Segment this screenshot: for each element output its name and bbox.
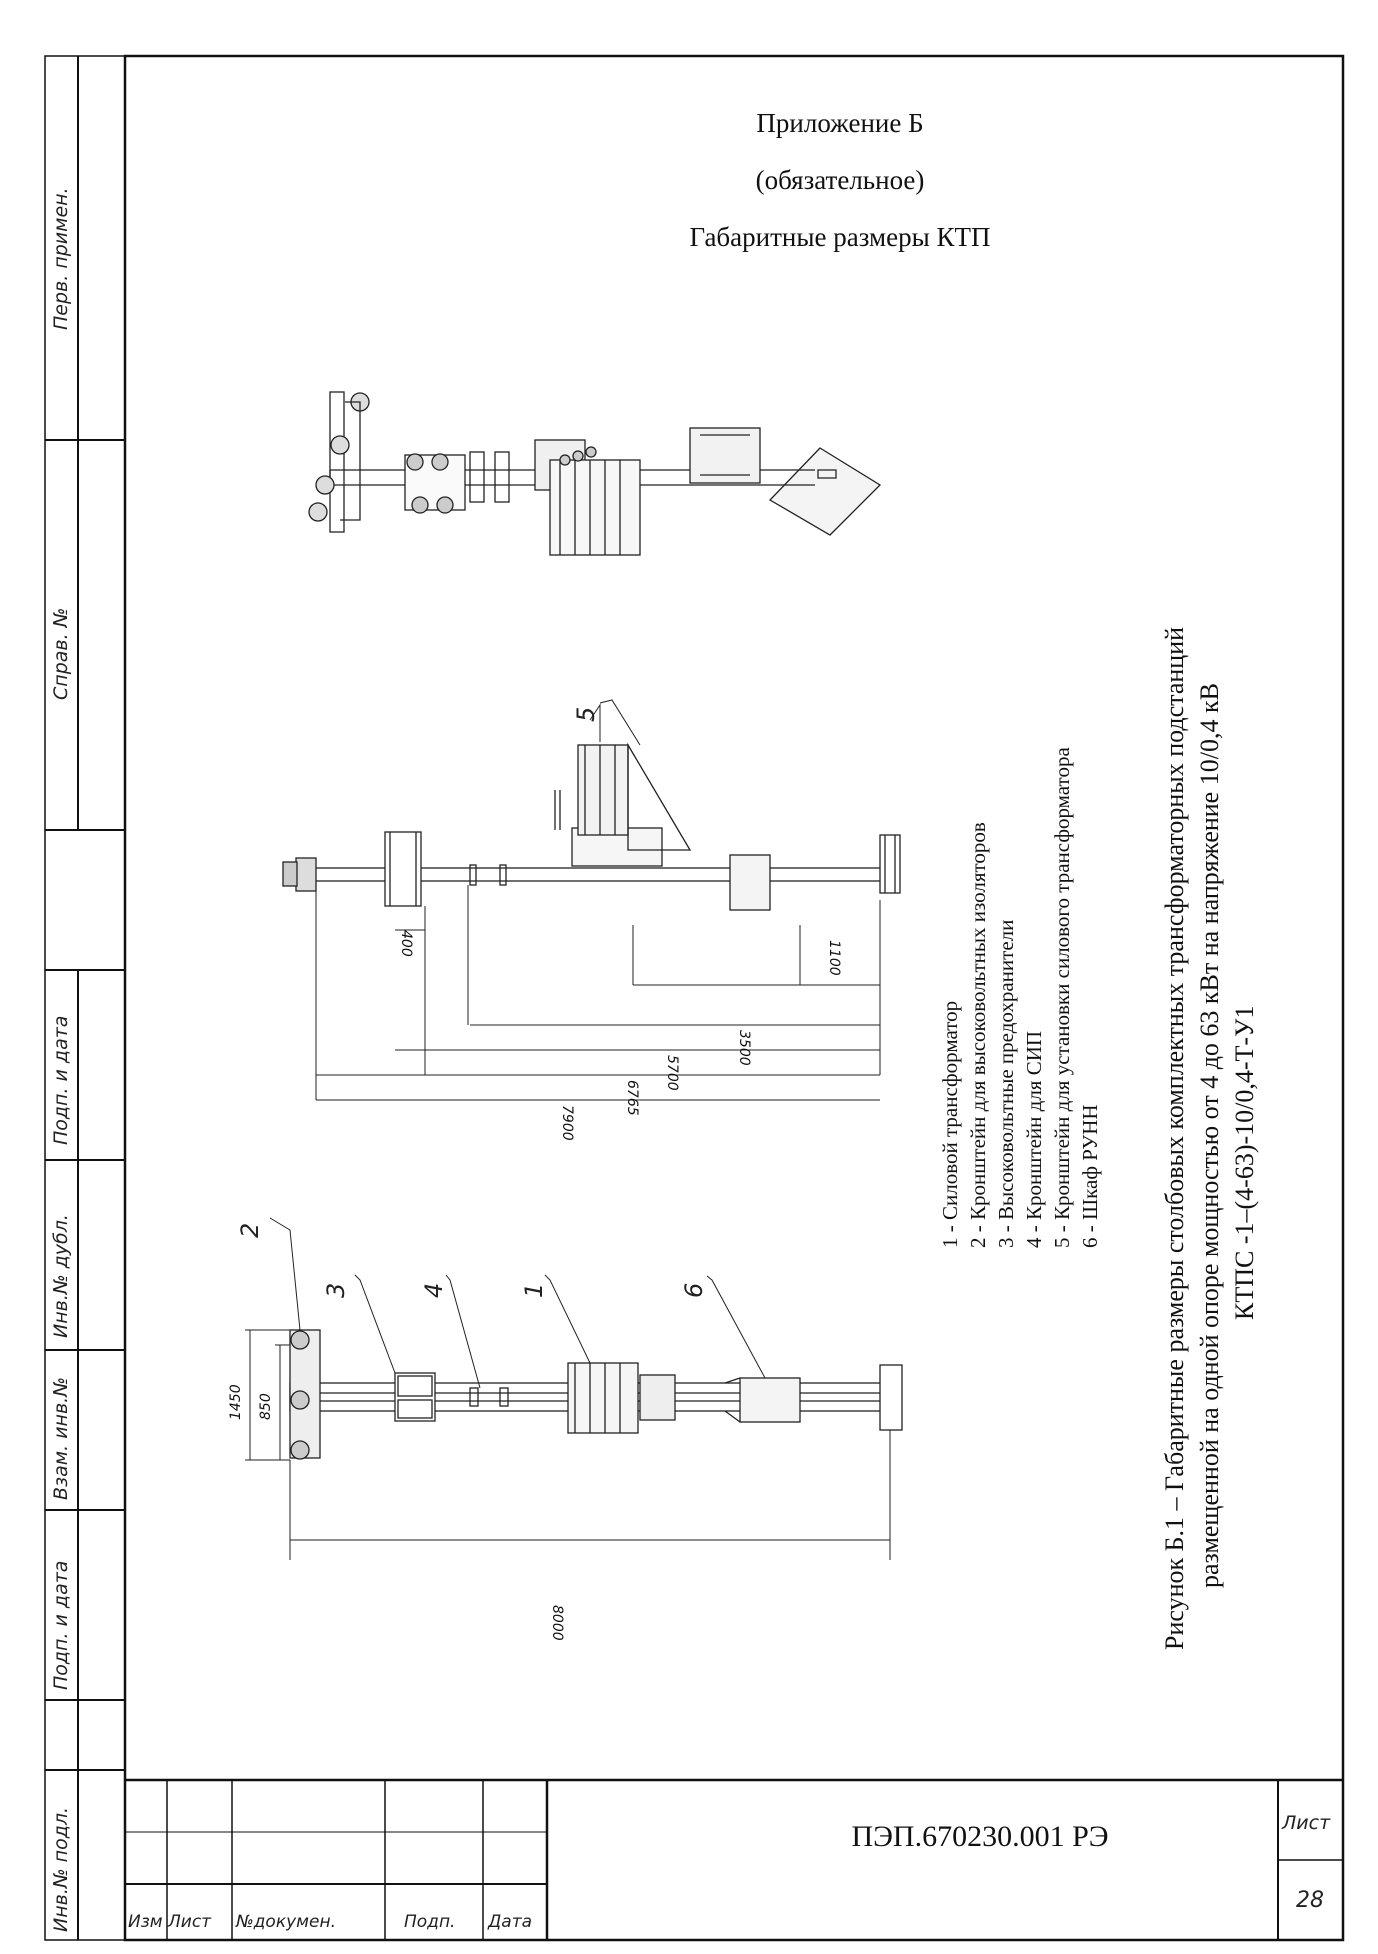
callout-4: 4 bbox=[420, 1282, 448, 1298]
stamp-inv-dubl: Инв.№ дубл. bbox=[50, 1214, 72, 1338]
appendix-subtitle: (обязательное) bbox=[755, 165, 925, 195]
stamp-vzam-inv: Взам. инв.№ bbox=[50, 1377, 72, 1500]
callout-5: 5 bbox=[572, 706, 600, 722]
tb-col-izm: Изм bbox=[128, 1912, 163, 1932]
dim-front-width-850: 850 bbox=[258, 1393, 274, 1420]
dim-side-6765: 6765 bbox=[624, 1080, 640, 1116]
legend-item-1: 1 - Силовой трансформатор bbox=[938, 1000, 962, 1248]
stamp-perv-primen: Перв. примен. bbox=[50, 187, 72, 330]
stamp-podp-data-2: Подп. и дата bbox=[50, 1560, 72, 1690]
legend-item-4: 4 - Кронштейн для СИП bbox=[1022, 1030, 1046, 1248]
legend-item-6: 6 - Шкаф РУНН bbox=[1078, 1104, 1102, 1248]
stamp-sprav-no: Справ. № bbox=[50, 607, 72, 700]
figure-caption-line-3: КТПС -1–(4-63)-10/0,4-Т-У1 bbox=[1230, 1005, 1259, 1320]
tb-sheet-number: 28 bbox=[1296, 1888, 1324, 1913]
document-code: ПЭП.670230.001 РЭ bbox=[851, 1820, 1109, 1853]
tb-col-list: Лист bbox=[168, 1912, 212, 1932]
figure-caption-line-1: Рисунок Б.1 – Габаритные размеры столбов… bbox=[1160, 626, 1189, 1650]
inner-frame bbox=[123, 54, 1345, 1942]
tb-col-podp: Подп. bbox=[404, 1912, 456, 1932]
appendix-title: Приложение Б bbox=[756, 108, 924, 138]
front-view-dimensions bbox=[245, 1329, 891, 1560]
dim-side-7900: 7900 bbox=[559, 1105, 575, 1141]
legend-item-5: 5 - Кронштейн для установки силового тра… bbox=[1050, 747, 1074, 1248]
dim-side-400: 400 bbox=[398, 930, 414, 957]
dim-side-5700: 5700 bbox=[664, 1055, 680, 1091]
legend-item-3: 3 - Высоковольтные предохранители bbox=[994, 919, 1018, 1248]
appendix-heading: Габаритные размеры КТП bbox=[689, 222, 991, 252]
dim-front-total: 8000 bbox=[549, 1605, 565, 1641]
callout-leaders bbox=[269, 699, 766, 1389]
figure-caption-line-2: размещенной на одной опоре мощностью от … bbox=[1195, 683, 1224, 1588]
legend-item-2: 2 - Кронштейн для высоковольтных изолято… bbox=[966, 822, 990, 1248]
isometric-view bbox=[308, 391, 882, 556]
tb-sheet-label: Лист bbox=[1282, 1812, 1331, 1834]
callout-6: 6 bbox=[680, 1282, 708, 1298]
dim-side-1100: 1100 bbox=[826, 940, 842, 976]
callout-3: 3 bbox=[322, 1282, 350, 1298]
callout-2: 2 bbox=[236, 1222, 264, 1238]
left-binding-frame bbox=[44, 55, 1344, 1941]
front-view bbox=[289, 1329, 903, 1460]
side-view-dimensions bbox=[315, 885, 881, 1101]
stamp-podp-data-1: Подп. и дата bbox=[50, 1015, 72, 1145]
tb-col-data: Дата bbox=[488, 1912, 533, 1932]
callout-1: 1 bbox=[520, 1282, 548, 1298]
tb-col-doc: №докумен. bbox=[236, 1912, 336, 1932]
dim-front-width-1450: 1450 bbox=[228, 1384, 244, 1420]
stamp-inv-podl: Инв.№ подл. bbox=[50, 1806, 72, 1932]
side-view bbox=[282, 703, 901, 911]
dim-side-3500: 3500 bbox=[736, 1030, 752, 1066]
